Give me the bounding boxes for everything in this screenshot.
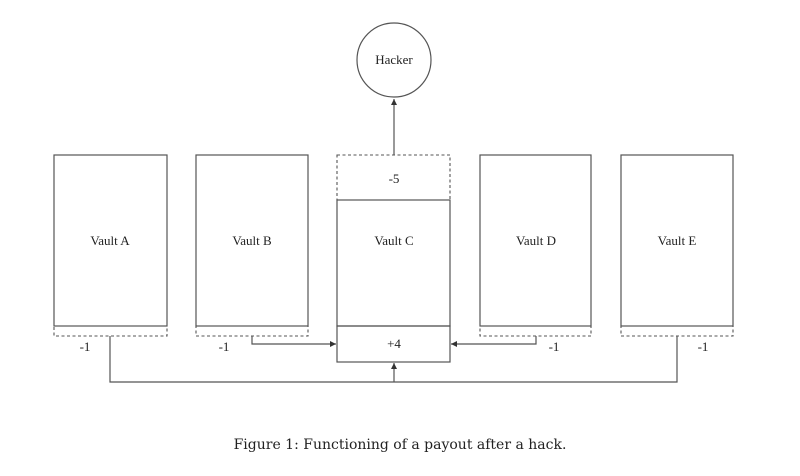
- figure-caption: Figure 1: Functioning of a payout after …: [233, 437, 567, 453]
- vault-d: Vault D -1: [479, 154, 592, 354]
- vault-c-received-box: [336, 325, 451, 363]
- hacker-node: Hacker: [356, 22, 432, 98]
- hacker-label: Hacker: [375, 52, 413, 67]
- connector-b-to-c: [251, 336, 336, 347]
- vault-e-delta: -1: [698, 339, 709, 354]
- vault-a-delta: -1: [80, 339, 91, 354]
- vault-a: Vault A -1: [53, 154, 168, 354]
- vault-c-label: Vault C: [374, 233, 413, 248]
- vault-d-delta: -1: [549, 339, 560, 354]
- vault-d-label: Vault D: [516, 233, 556, 248]
- connector-d-to-c: [451, 336, 537, 347]
- vault-b: Vault B -1: [195, 154, 309, 354]
- vault-c-withdrawn: -5: [389, 171, 400, 186]
- vault-b-label: Vault B: [232, 233, 272, 248]
- vault-b-delta: -1: [219, 339, 230, 354]
- vault-a-label: Vault A: [90, 233, 130, 248]
- vault-c-received: +4: [387, 336, 401, 351]
- vault-e-label: Vault E: [658, 233, 697, 248]
- vault-e: Vault E -1: [620, 154, 734, 354]
- vault-c: -5 Vault C +4: [336, 154, 451, 363]
